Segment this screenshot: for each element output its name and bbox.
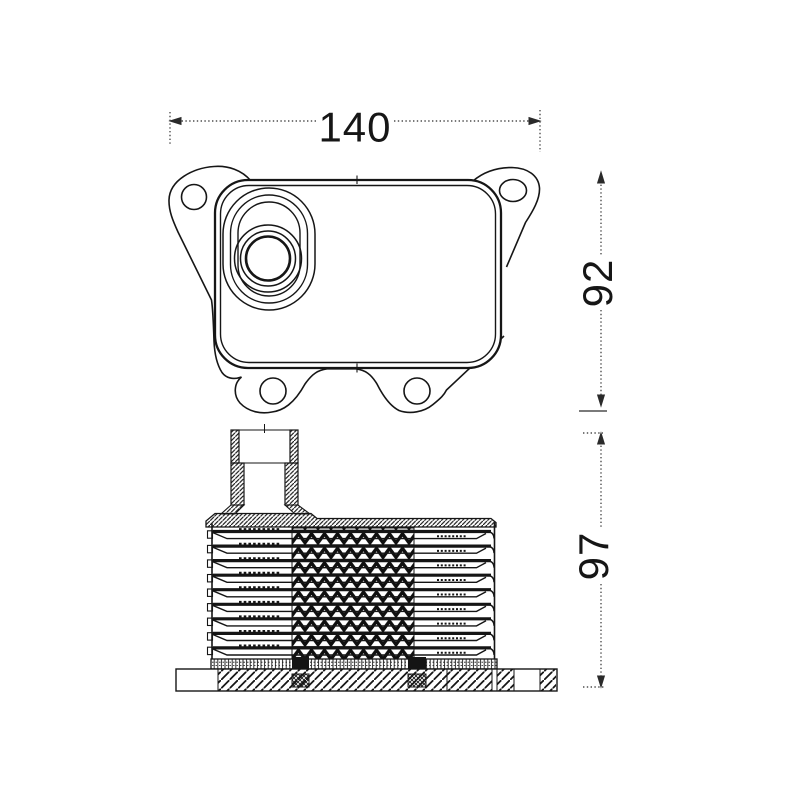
- inlet-pipe: [219, 424, 312, 515]
- front-view: [168, 165, 541, 414]
- dimension-arrow: [528, 116, 542, 126]
- body-outline: [213, 175, 503, 373]
- flange-bolt-hole: [180, 183, 208, 211]
- base-plate: [175, 668, 558, 692]
- dimension-side-height-label: 97: [570, 532, 617, 581]
- flange-bolt-hole: [498, 178, 528, 203]
- cooling-fins: [291, 527, 415, 660]
- dimension-arrow: [596, 170, 606, 184]
- top-plate: [205, 512, 497, 528]
- dimension-arrow: [596, 431, 606, 445]
- side-view: [175, 424, 558, 692]
- cooler-plate-stack: [205, 522, 496, 659]
- dimension-arrow: [596, 394, 606, 408]
- flange-bolt-hole: [403, 377, 431, 405]
- dimension-front-height: 92: [574, 170, 621, 412]
- mounting-flange-outline: [168, 165, 541, 414]
- dimension-width: 140: [168, 104, 542, 152]
- dimension-arrow: [168, 116, 182, 126]
- dimension-side-height: 97: [570, 431, 617, 689]
- collector-plate: [210, 658, 498, 670]
- flange-bolt-hole: [259, 377, 287, 405]
- oil-port-rings: [222, 187, 316, 311]
- dimension-arrow: [596, 675, 606, 689]
- dimension-front-height-label: 92: [574, 259, 621, 308]
- dimension-width-label: 140: [318, 104, 391, 151]
